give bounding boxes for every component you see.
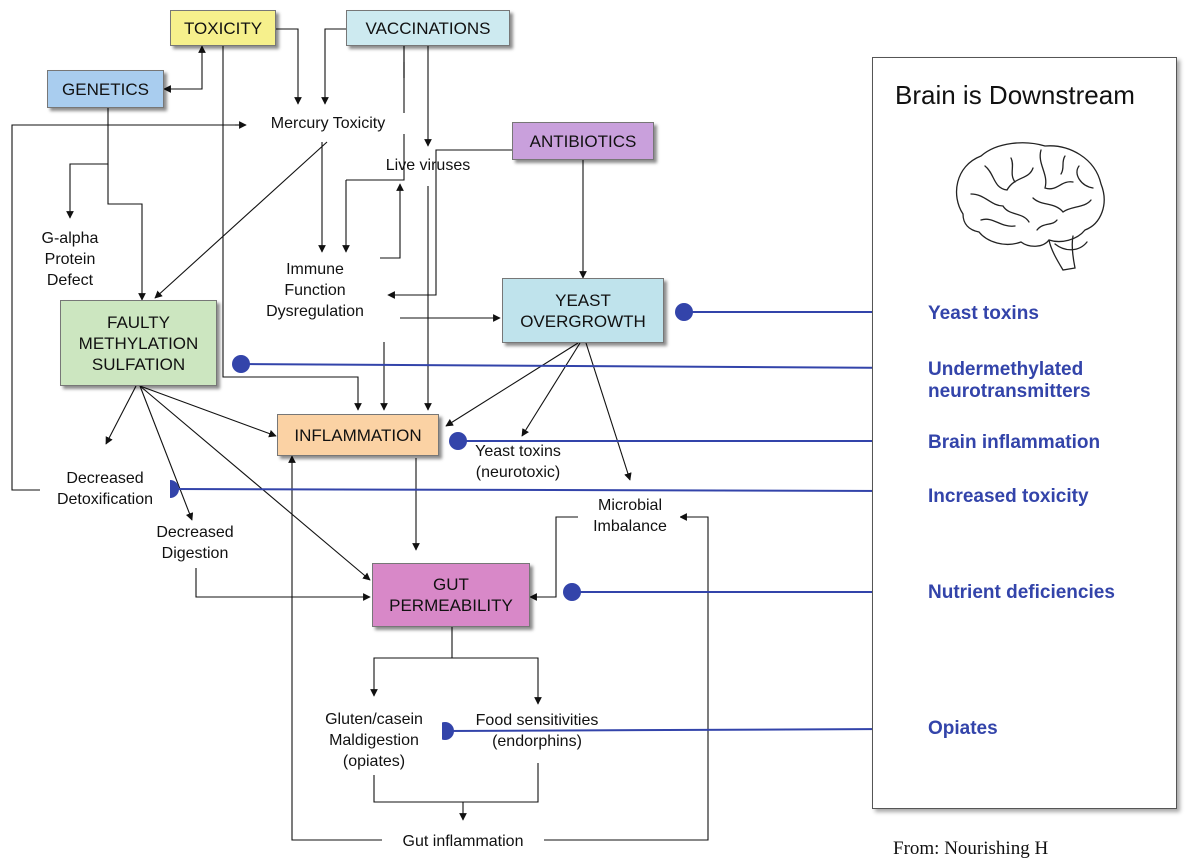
nutrient-deficiencies-outcome-dot xyxy=(563,583,581,601)
yeast-microbial-connector xyxy=(585,342,632,481)
brain-inflammation-outcome: Brain inflammation xyxy=(928,432,1101,453)
yeast-toxins-outcome-dot xyxy=(675,303,693,321)
decreased-detox-label: Decreased Detoxification xyxy=(40,468,170,510)
toxicity-inflammation-connector xyxy=(222,46,362,411)
toxicity-mercury-connector xyxy=(276,28,302,105)
detox-feedback-connector xyxy=(11,202,44,491)
yeast-overgrowth-box: YEAST OVERGROWTH xyxy=(502,278,664,343)
source-caption: From: Nourishing H xyxy=(893,838,1049,859)
yeast-inflammation-connector xyxy=(445,342,579,427)
immune-function-label: Immune Function Dysregulation xyxy=(248,259,382,322)
genetics-methylation-connector xyxy=(107,164,146,301)
toxicity-box: TOXICITY xyxy=(170,10,276,46)
vaccinations-mercury-connector xyxy=(321,28,346,105)
vaccinations-box: VACCINATIONS xyxy=(346,10,510,46)
genetics-box: GENETICS xyxy=(47,70,164,108)
gluten-join-connector xyxy=(373,763,539,803)
undermethylated-outcome-arrow xyxy=(240,362,905,373)
undermethylated-outcome: Undermethylated neurotransmitters xyxy=(928,359,1091,402)
microbial-gut-connector xyxy=(529,516,578,601)
decreased-digestion-label: Decreased Digestion xyxy=(140,522,250,564)
undermethylated-outcome-dot xyxy=(232,355,250,373)
toxicity-genetics-connector xyxy=(163,45,206,93)
increased-toxicity-outcome-arrow xyxy=(169,485,905,496)
mercury-toxicity-label: Mercury Toxicity xyxy=(248,113,408,134)
nutrient-deficiencies-outcome: Nutrient deficiencies xyxy=(928,582,1115,603)
live-viruses-label: Live viruses xyxy=(385,157,471,174)
inflammation-box: INFLAMMATION xyxy=(277,414,439,456)
gut-inflammation-microbial-connector xyxy=(543,513,709,841)
methylation-inflammation-connector xyxy=(139,385,277,438)
microbial-imbalance-label: Microbial Imbalance xyxy=(580,495,680,537)
methylation-box: FAULTY METHYLATION SULFATION xyxy=(60,300,217,386)
increased-toxicity-outcome: Increased toxicity xyxy=(928,486,1089,507)
digestion-gut-connector xyxy=(195,568,371,601)
opiates-outcome-arrow xyxy=(444,724,905,735)
yeast-yeast-toxins-connector xyxy=(521,342,581,437)
brain-downstream-panel: Brain is Downstream xyxy=(872,57,1177,809)
gut-gluten-connector xyxy=(370,657,452,697)
panel-title: Brain is Downstream xyxy=(895,80,1135,110)
gluten-casein-label: Gluten/casein Maldigestion (opiates) xyxy=(306,709,442,772)
immune-live-viruses-connector xyxy=(380,183,404,259)
brain-inflammation-outcome-dot xyxy=(449,432,467,450)
antibiotics-immune-connector xyxy=(387,149,512,299)
genetics-galpha-connector xyxy=(66,108,109,219)
genetics-mercury-connector xyxy=(11,124,246,202)
g-alpha-label: G-alpha Protein Defect xyxy=(20,228,120,291)
yeast-toxins-outcome: Yeast toxins xyxy=(928,303,1039,324)
gut-inflammation-inflammation-connector xyxy=(288,455,382,841)
opiates-outcome: Opiates xyxy=(928,718,998,739)
mercury-methylation-connector xyxy=(154,141,328,299)
methylation-detox-connector xyxy=(105,385,137,445)
methylation-gut-connector xyxy=(139,385,371,581)
methylation-digestion-connector xyxy=(139,385,194,521)
gut-permeability-box: GUT PERMEABILITY xyxy=(372,563,530,627)
yeast-toxins-neuro-label: Yeast toxins (neurotoxic) xyxy=(475,443,561,481)
brain-icon xyxy=(955,142,1105,271)
gut-food-connector xyxy=(452,657,542,705)
antibiotics-box: ANTIBIOTICS xyxy=(512,122,654,160)
gut-inflammation-label: Gut inflammation xyxy=(382,831,544,852)
food-sensitivities-label: Food sensitivities (endorphins) xyxy=(475,712,599,750)
